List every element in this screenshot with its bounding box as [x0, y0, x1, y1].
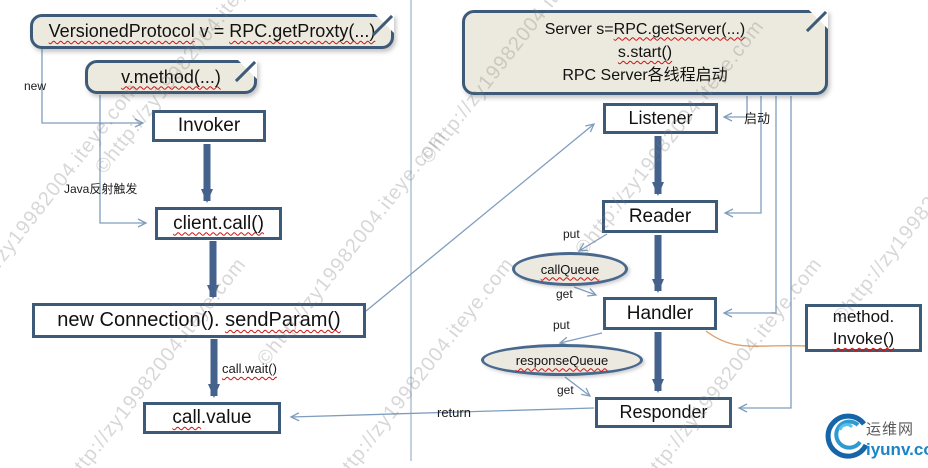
server-init-line3: RPC Server各线程启动 — [562, 67, 728, 85]
callqueue-text: callQueue — [540, 261, 600, 277]
invoker-box: Invoker — [152, 110, 266, 142]
server-init-line1: Server s=RPC.getServer(...) — [544, 20, 746, 38]
link-reader-put-queue — [577, 233, 608, 252]
responsequeue-ellipse: responseQueue — [481, 344, 643, 376]
link-start-handler — [722, 96, 777, 318]
listener-text: Listener — [628, 108, 693, 129]
label-put-callqueue: put — [563, 227, 580, 241]
watermark-text: ©http://zy19982004.iteye.com — [828, 83, 928, 328]
label-get-responsequeue: get — [557, 383, 574, 397]
proxy-box-text: VersionedProtocol v = RPC.getProxty(...) — [48, 21, 376, 41]
label-put-responsequeue: put — [553, 318, 570, 332]
listener-box: Listener — [603, 103, 718, 134]
reader-text: Reader — [628, 205, 692, 227]
reader-box: Reader — [602, 200, 718, 233]
callqueue-ellipse: callQueue — [512, 252, 628, 286]
logo-site-url: iyunv.com — [866, 440, 928, 459]
link-start-responder — [737, 96, 792, 413]
methodinvoke-line2: Invoke() — [832, 329, 895, 348]
responder-text: Responder — [619, 402, 708, 423]
server-init-line2: s.start() — [617, 43, 673, 61]
server-init-box: Server s=RPC.getServer(...) s.start() RP… — [462, 10, 828, 95]
watermark-text: ©http://zy19982004.iteye.com — [0, 78, 144, 323]
site-logo: 运维网 iyunv.com — [822, 412, 928, 462]
responsequeue-text: responseQueue — [515, 352, 609, 368]
handler-box: Handler — [603, 297, 717, 330]
logo-site-name: 运维网 — [866, 421, 915, 438]
vmethod-box: v.method(...) — [85, 60, 257, 94]
label-get-callqueue: get — [556, 287, 573, 301]
callvalue-text: call.value — [172, 407, 252, 429]
methodinvoke-box: method. Invoke() — [805, 304, 922, 352]
handler-text: Handler — [626, 302, 694, 324]
vmethod-text: v.method(...) — [121, 66, 221, 87]
callvalue-box: call.value — [143, 402, 281, 434]
label-callwait: call.wait() — [222, 361, 277, 376]
label-reflect: Java反射触发 — [64, 182, 138, 196]
link-handler-put-queue — [558, 332, 603, 346]
label-start: 启动 — [744, 111, 771, 126]
label-new: new — [24, 79, 47, 93]
invoker-text: Invoker — [177, 115, 241, 137]
label-return: return — [437, 405, 471, 420]
clientcall-box: client.call() — [155, 207, 282, 240]
methodinvoke-line1: method. — [832, 306, 895, 326]
link-queue-get-handler — [573, 286, 598, 297]
iyunv-logo-icon — [825, 413, 869, 459]
connection-text: new Connection(). sendParam() — [57, 309, 341, 331]
watermark-text: ©http://zy19982004.iteye.com — [628, 253, 827, 468]
link-reflect-clientcall — [99, 95, 148, 228]
connection-box: new Connection(). sendParam() — [32, 303, 366, 338]
proxy-box: VersionedProtocol v = RPC.getProxty(...) — [30, 14, 394, 49]
responder-box: Responder — [595, 397, 732, 428]
link-handler-methodinvoke — [705, 330, 807, 347]
clientcall-text: client.call() — [173, 212, 264, 234]
